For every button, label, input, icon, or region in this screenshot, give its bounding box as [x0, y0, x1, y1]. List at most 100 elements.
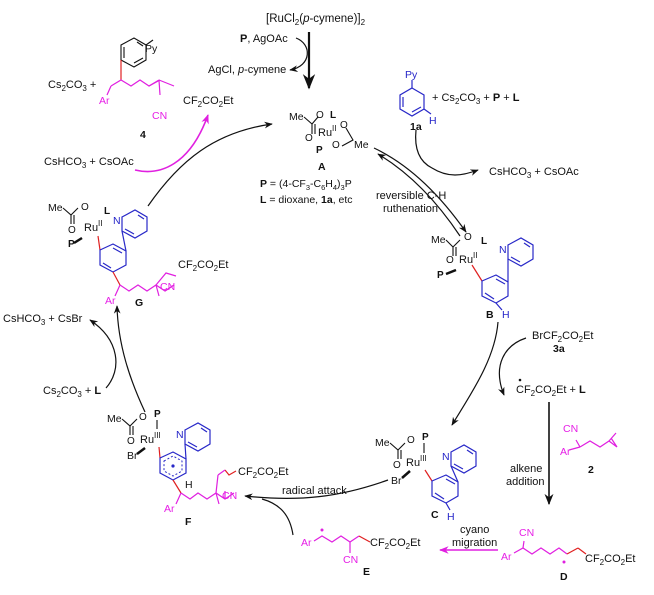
svg-text:F: F [185, 516, 192, 528]
svg-text:CF2CO2Et: CF2CO2Et [370, 537, 420, 551]
svg-text:O: O [139, 412, 147, 423]
svg-text:Me: Me [289, 111, 304, 123]
svg-text:+ Cs2CO3 + P + L: + Cs2CO3 + P + L [432, 92, 520, 106]
ligand-legend: P = (4-CF3-C6H4)3P L = dioxane, 1a, etc [260, 178, 353, 206]
svg-text:2: 2 [588, 464, 594, 476]
radical-CF2CO2Et: CF2CO2Et + L [516, 378, 586, 398]
svg-text:II: II [98, 219, 102, 228]
precat-reagents: P, AgOAc [240, 33, 288, 45]
svg-text:O: O [446, 255, 454, 266]
species-B: Me O O Ru II L P N H B [431, 232, 534, 321]
svg-text:CN: CN [160, 281, 175, 293]
species-C: Me O O Ru III P Br N H C [375, 432, 477, 523]
product-4: Cs2CO3 + Py Ar CN CF2CO2Et 4 [48, 37, 233, 141]
svg-text:O: O [305, 133, 313, 144]
svg-text:Ar: Ar [164, 503, 175, 515]
svg-text:III: III [420, 454, 427, 463]
svg-text:1a: 1a [410, 121, 422, 133]
svg-text:L = dioxane, 1a, etc: L = dioxane, 1a, etc [260, 194, 353, 206]
svg-text:CN: CN [343, 554, 358, 566]
F-to-G-arrows [89, 305, 146, 413]
svg-text:Me: Me [107, 413, 122, 425]
svg-text:CF2CO2Et: CF2CO2Et [178, 259, 228, 273]
svg-text:H: H [185, 479, 193, 491]
svg-text:II: II [473, 251, 477, 260]
svg-text:N: N [499, 244, 507, 256]
svg-text:C: C [431, 509, 439, 521]
svg-text:O: O [81, 202, 89, 213]
radical-attack-arrows [244, 479, 389, 536]
svg-text:O: O [332, 140, 340, 151]
svg-text:addition: addition [506, 476, 545, 488]
svg-text:N: N [442, 451, 450, 463]
precat-byproducts: AgCl, p-cymene [208, 64, 286, 76]
svg-text:Me: Me [375, 437, 390, 449]
svg-text:Py: Py [145, 43, 158, 55]
substrate-1a: Py H 1a + Cs2CO3 + P + L [399, 69, 520, 133]
svg-text:N: N [176, 429, 184, 441]
svg-text:P: P [68, 239, 75, 250]
svg-text:CF2CO2Et: CF2CO2Et [238, 466, 288, 480]
svg-text:alkene: alkene [510, 463, 542, 475]
svg-text:O: O [68, 225, 76, 236]
svg-text:O: O [393, 460, 401, 471]
svg-text:L: L [481, 236, 487, 247]
svg-text:CF2CO2Et: CF2CO2Et [585, 553, 635, 567]
svg-text:Ar: Ar [560, 446, 571, 458]
svg-text:III: III [154, 431, 161, 440]
species-E: Ar CN CF2CO2Et E [301, 528, 420, 578]
svg-text:O: O [407, 435, 415, 446]
svg-text:O: O [127, 436, 135, 447]
G-to-A-arrow [147, 121, 273, 207]
species-A: Me O O Ru II L P O O Me A [289, 110, 369, 173]
svg-text:3a: 3a [553, 343, 565, 355]
substrate-2: CN Ar 2 [560, 423, 618, 476]
svg-text:Me: Me [431, 234, 446, 246]
svg-text:L: L [104, 206, 110, 217]
svg-text:A: A [318, 161, 326, 173]
svg-text:CF2CO2Et + L: CF2CO2Et + L [516, 384, 586, 398]
svg-text:B: B [486, 309, 494, 321]
svg-text:D: D [560, 571, 568, 583]
reversible-arrows [373, 129, 479, 237]
reagent-F-to-G: Cs2CO3 + L [43, 385, 101, 399]
species-D: CN Ar CF2CO2Et D [501, 527, 635, 583]
svg-text:P: P [154, 409, 161, 420]
svg-text:Br: Br [127, 450, 138, 462]
svg-text:CN: CN [563, 423, 578, 435]
precatalyst: [RuCl2(p-cymene)]2 P, AgOAc AgCl, p-cyme… [208, 13, 366, 90]
svg-text:[RuCl2(p-cymene)]2: [RuCl2(p-cymene)]2 [266, 13, 366, 27]
svg-text:Py: Py [405, 69, 418, 81]
svg-text:Ru: Ru [84, 222, 98, 234]
svg-text:CN: CN [519, 527, 534, 539]
svg-text:O: O [464, 232, 472, 243]
product-release-arrow [134, 114, 209, 173]
svg-text:O: O [316, 110, 324, 121]
svg-text:O: O [340, 120, 348, 131]
svg-text:migration: migration [452, 537, 497, 549]
svg-text:P: P [437, 270, 444, 281]
svg-text:Ar: Ar [105, 295, 116, 307]
species-G: Me O O Ru II L P N Ar CN CF2CO2Et G [48, 202, 228, 309]
byproduct-F-to-G: CsHCO3 + CsBr [3, 313, 83, 327]
svg-text:N: N [113, 215, 121, 227]
svg-text:cyano: cyano [460, 524, 489, 536]
svg-text:H: H [429, 115, 437, 127]
svg-text:Br: Br [391, 475, 402, 487]
svg-text:CN: CN [222, 490, 237, 502]
byproduct-A-to-B: CsHCO3 + CsOAc [489, 166, 579, 180]
svg-text:Ru: Ru [459, 254, 473, 266]
svg-text:H: H [502, 309, 510, 321]
svg-text:E: E [363, 566, 370, 578]
svg-text:Cs2CO3 +: Cs2CO3 + [48, 79, 96, 93]
svg-text:Ru: Ru [140, 434, 154, 446]
reagent-3a: BrCF2CO2Et [532, 330, 593, 344]
svg-text:II: II [332, 124, 336, 133]
svg-text:L: L [330, 110, 336, 121]
svg-text:CN: CN [152, 110, 167, 122]
byproduct-G-to-A: CsHCO3 + CsOAc [44, 156, 134, 170]
svg-text:H: H [447, 511, 455, 523]
svg-text:P: P [316, 145, 323, 156]
